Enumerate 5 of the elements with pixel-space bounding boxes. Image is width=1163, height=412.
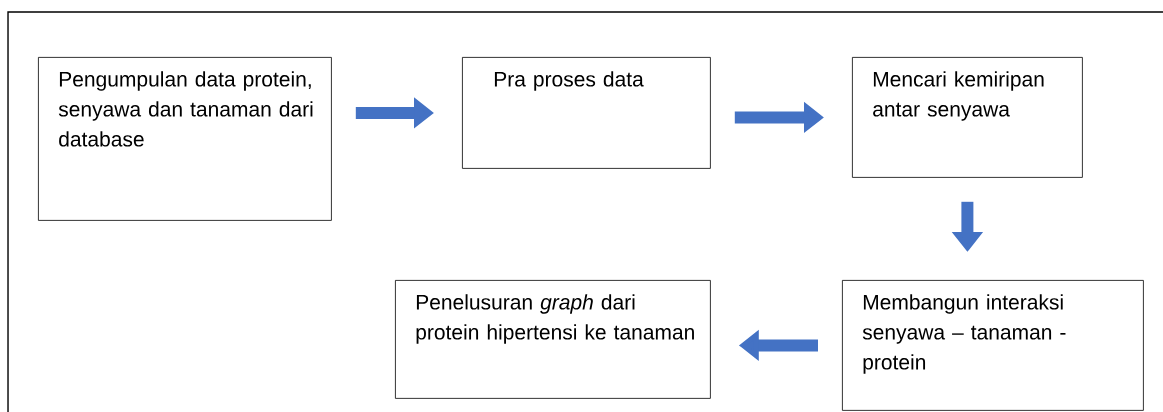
process-box: Membangun interaksi senyawa – tanaman - protein (842, 280, 1144, 411)
process-box: Penelusuran graph dari protein hipertensi ke tanaman (395, 280, 711, 399)
process-box: Pra proses data (462, 57, 711, 169)
process-box: Mencari kemiripan antar senyawa (852, 57, 1083, 178)
process-box: Pengumpulan data protein, senyawa dan tanaman dari database (38, 57, 332, 221)
